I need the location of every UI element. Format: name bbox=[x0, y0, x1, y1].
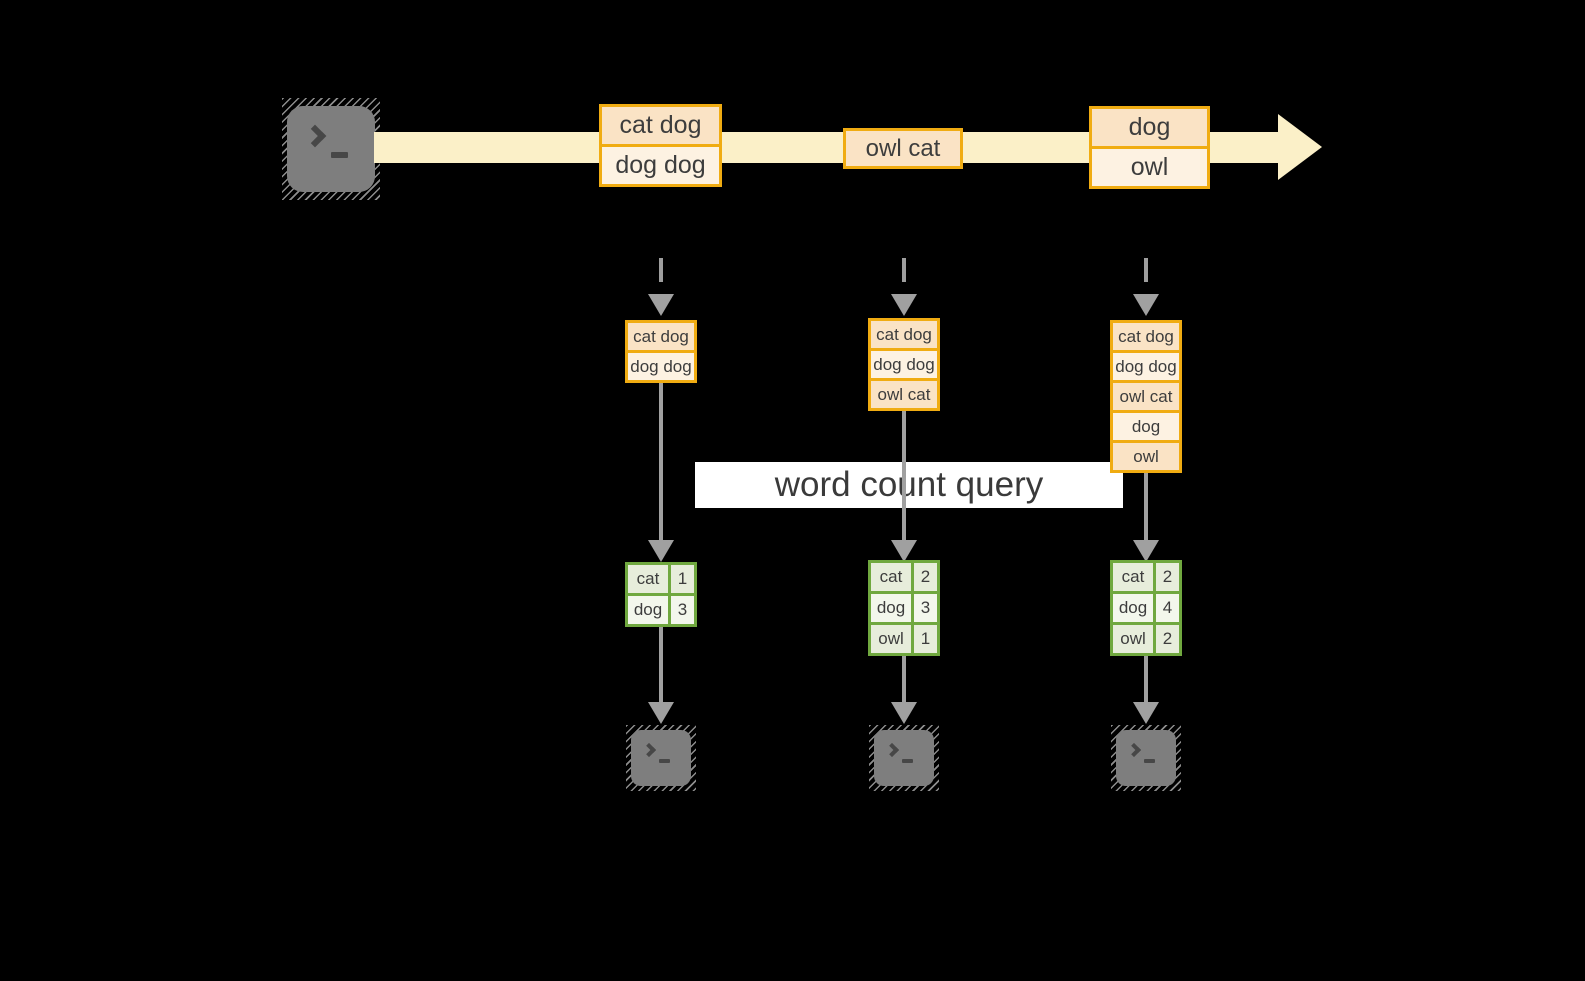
prompt-cursor bbox=[1144, 759, 1155, 763]
count-cell: 1 bbox=[671, 565, 694, 593]
terminal-screen bbox=[287, 106, 375, 192]
batch-buffer-box: cat dog dog dog owl cat bbox=[868, 318, 940, 411]
terminal-icon bbox=[282, 98, 380, 200]
stream-event-line: owl cat bbox=[846, 131, 960, 166]
down-arrowhead-icon bbox=[891, 294, 917, 316]
buffer-line: owl cat bbox=[871, 381, 937, 408]
count-cell: 1 bbox=[914, 625, 937, 653]
count-cell: 3 bbox=[914, 594, 937, 622]
dashed-down-arrow bbox=[659, 258, 663, 294]
buffer-line: cat dog bbox=[871, 321, 937, 348]
prompt-cursor bbox=[659, 759, 670, 763]
buffer-line: owl bbox=[1113, 443, 1179, 470]
dashed-down-arrow bbox=[902, 258, 906, 294]
word-cell: cat bbox=[871, 563, 911, 591]
stream-arrowhead-icon bbox=[1278, 114, 1322, 180]
prompt-cursor bbox=[331, 152, 348, 158]
word-cell: dog bbox=[1113, 594, 1153, 622]
terminal-icon bbox=[626, 725, 696, 791]
stream-event-box: dog owl bbox=[1089, 106, 1210, 189]
terminal-icon bbox=[1111, 725, 1181, 791]
flow-line bbox=[659, 383, 663, 541]
stream-event-line: dog bbox=[1092, 109, 1207, 146]
count-cell: 2 bbox=[1156, 563, 1179, 591]
count-cell: 4 bbox=[1156, 594, 1179, 622]
down-arrowhead-icon bbox=[648, 540, 674, 562]
word-cell: dog bbox=[628, 596, 668, 624]
prompt-chevron-icon bbox=[641, 742, 657, 758]
stream-event-line: owl bbox=[1092, 149, 1207, 186]
down-arrowhead-icon bbox=[648, 294, 674, 316]
query-banner-label: word count query bbox=[774, 465, 1044, 504]
terminal-icon bbox=[869, 725, 939, 791]
word-cell: owl bbox=[871, 625, 911, 653]
down-arrowhead-icon bbox=[648, 702, 674, 724]
buffer-line: dog dog bbox=[1113, 353, 1179, 380]
terminal-screen bbox=[631, 730, 691, 786]
word-cell: cat bbox=[628, 565, 668, 593]
flow-line bbox=[659, 627, 663, 703]
count-cell: 2 bbox=[914, 563, 937, 591]
buffer-line: cat dog bbox=[1113, 323, 1179, 350]
flow-line bbox=[902, 656, 906, 703]
prompt-cursor bbox=[902, 759, 913, 763]
word-count-table: cat 2 dog 3 owl 1 bbox=[868, 560, 940, 656]
flow-line bbox=[1144, 473, 1148, 541]
dashed-down-arrow bbox=[1144, 258, 1148, 294]
buffer-line: owl cat bbox=[1113, 383, 1179, 410]
buffer-line: dog bbox=[1113, 413, 1179, 440]
stream-event-box: owl cat bbox=[843, 128, 963, 169]
prompt-chevron-icon bbox=[303, 124, 327, 148]
batch-buffer-box: cat dog dog dog bbox=[625, 320, 697, 383]
down-arrowhead-icon bbox=[891, 702, 917, 724]
prompt-chevron-icon bbox=[884, 742, 900, 758]
word-cell: dog bbox=[871, 594, 911, 622]
word-cell: cat bbox=[1113, 563, 1153, 591]
query-banner: word count query bbox=[695, 462, 1123, 508]
down-arrowhead-icon bbox=[1133, 540, 1159, 562]
stream-event-line: dog dog bbox=[602, 147, 719, 184]
down-arrowhead-icon bbox=[1133, 702, 1159, 724]
stream-event-box: cat dog dog dog bbox=[599, 104, 722, 187]
word-cell: owl bbox=[1113, 625, 1153, 653]
buffer-line: dog dog bbox=[871, 351, 937, 378]
count-cell: 2 bbox=[1156, 625, 1179, 653]
down-arrowhead-icon bbox=[1133, 294, 1159, 316]
buffer-line: cat dog bbox=[628, 323, 694, 350]
prompt-chevron-icon bbox=[1126, 742, 1142, 758]
buffer-line: dog dog bbox=[628, 353, 694, 380]
word-count-table: cat 1 dog 3 bbox=[625, 562, 697, 627]
terminal-screen bbox=[874, 730, 934, 786]
count-cell: 3 bbox=[671, 596, 694, 624]
stream-event-line: cat dog bbox=[602, 107, 719, 144]
flow-line bbox=[902, 411, 906, 541]
flow-line bbox=[1144, 656, 1148, 703]
word-count-table: cat 2 dog 4 owl 2 bbox=[1110, 560, 1182, 656]
terminal-screen bbox=[1116, 730, 1176, 786]
batch-buffer-box: cat dog dog dog owl cat dog owl bbox=[1110, 320, 1182, 473]
down-arrowhead-icon bbox=[891, 540, 917, 562]
